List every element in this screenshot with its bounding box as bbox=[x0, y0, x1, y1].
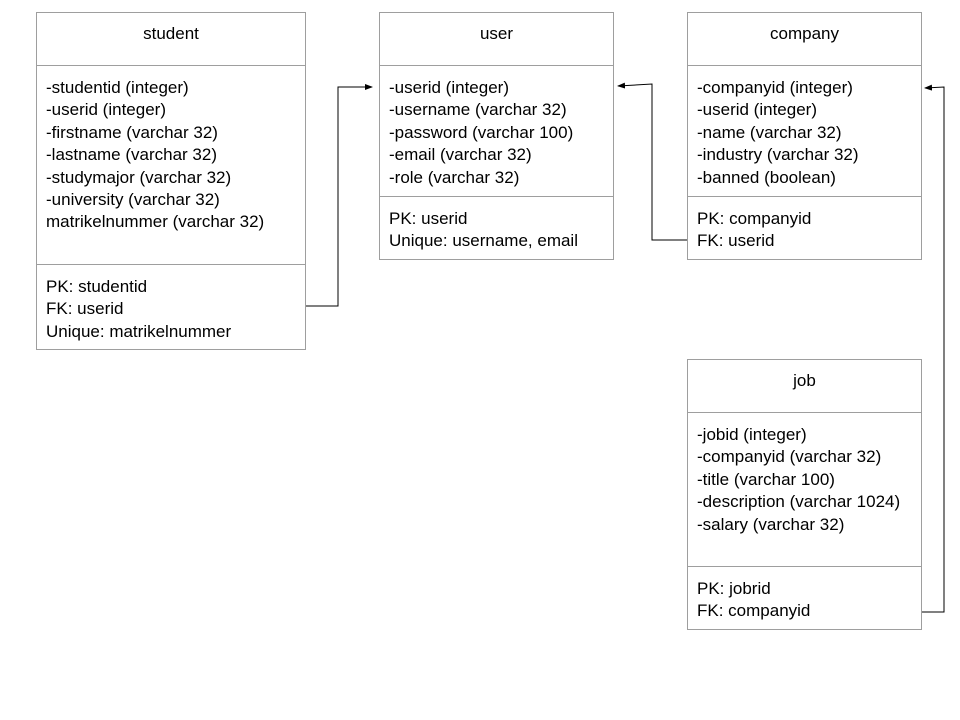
field: -lastname (varchar 32) bbox=[46, 145, 218, 165]
company-table-title: company bbox=[770, 24, 839, 43]
company-table: company -companyid (integer) -userid (in… bbox=[687, 12, 922, 260]
user-table-title: user bbox=[479, 24, 514, 43]
field: -userid (integer) bbox=[697, 100, 817, 120]
user-keys: PK: userid Unique: username, email bbox=[380, 196, 613, 253]
field: -industry (varchar 32) bbox=[697, 145, 859, 165]
field: -university (varchar 32) bbox=[46, 190, 220, 210]
field: matrikelnummer (varchar 32) bbox=[46, 212, 265, 232]
student-fields: -studentid (integer) -userid (integer) -… bbox=[37, 65, 305, 264]
student-table-header: student bbox=[37, 13, 305, 65]
key: FK: userid bbox=[46, 299, 124, 319]
student-keys: PK: studentid FK: userid Unique: matrike… bbox=[37, 264, 305, 343]
company-table-header: company bbox=[688, 13, 921, 65]
key: Unique: matrikelnummer bbox=[46, 321, 232, 341]
student-table-title: student bbox=[143, 24, 199, 43]
field: -companyid (varchar 32) bbox=[697, 447, 882, 467]
job-table: job -jobid (integer) -companyid (varchar… bbox=[687, 359, 922, 630]
key: PK: studentid bbox=[46, 277, 148, 296]
student-user-connector bbox=[306, 84, 373, 307]
user-table: user -userid (integer) -username (varcha… bbox=[379, 12, 614, 260]
key: Unique: username, email bbox=[389, 231, 578, 251]
job-table-header: job bbox=[688, 360, 921, 412]
job-keys: PK: jobrid FK: companyid bbox=[688, 566, 921, 623]
key: PK: jobrid bbox=[697, 579, 771, 598]
field: -userid (integer) bbox=[389, 78, 509, 97]
field: -title (varchar 100) bbox=[697, 469, 835, 489]
field: -userid (integer) bbox=[46, 100, 166, 120]
student-table: student -studentid (integer) -userid (in… bbox=[36, 12, 306, 350]
job-table-title: job bbox=[793, 371, 816, 390]
field: -studentid (integer) bbox=[46, 78, 189, 97]
field: -role (varchar 32) bbox=[389, 167, 520, 187]
job-company-connector bbox=[922, 84, 945, 613]
field: -password (varchar 100) bbox=[389, 122, 574, 142]
company-user-connector bbox=[617, 82, 687, 241]
field: -salary (varchar 32) bbox=[697, 514, 845, 534]
key: FK: userid bbox=[697, 231, 775, 251]
field: -email (varchar 32) bbox=[389, 145, 532, 165]
field: -studymajor (varchar 32) bbox=[46, 167, 232, 187]
field: -companyid (integer) bbox=[697, 78, 853, 97]
job-fields: -jobid (integer) -companyid (varchar 32)… bbox=[688, 412, 921, 566]
field: -banned (boolean) bbox=[697, 167, 836, 187]
field: -jobid (integer) bbox=[697, 425, 807, 444]
field: -firstname (varchar 32) bbox=[46, 122, 218, 142]
company-fields: -companyid (integer) -userid (integer) -… bbox=[688, 65, 921, 196]
key: PK: userid bbox=[389, 209, 468, 228]
user-fields: -userid (integer) -username (varchar 32)… bbox=[380, 65, 613, 196]
field: -username (varchar 32) bbox=[389, 100, 567, 120]
key: PK: companyid bbox=[697, 209, 812, 228]
company-keys: PK: companyid FK: userid bbox=[688, 196, 921, 253]
key: FK: companyid bbox=[697, 601, 811, 621]
user-table-header: user bbox=[380, 13, 613, 65]
field: -description (varchar 1024) bbox=[697, 492, 901, 512]
field: -name (varchar 32) bbox=[697, 122, 842, 142]
